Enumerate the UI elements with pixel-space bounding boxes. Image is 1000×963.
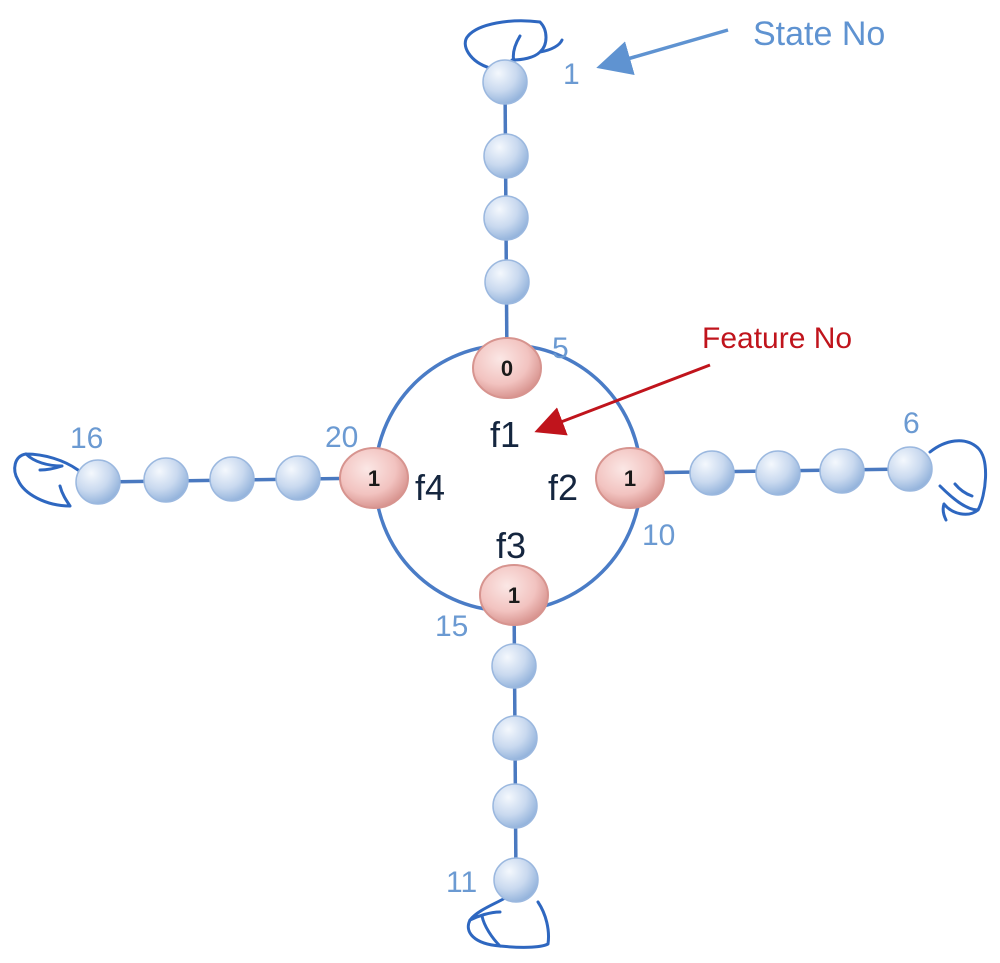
state-number: 16 (70, 422, 103, 455)
state-no-annotation: State No (753, 15, 885, 53)
state-number: 1 (563, 58, 580, 91)
state-number: 15 (435, 610, 468, 643)
state-number: 11 (446, 866, 477, 899)
self-loop-left-icon (13, 452, 80, 508)
feature-node-value: 1 (368, 466, 380, 491)
feature-node-f3: 1 (479, 564, 549, 626)
state-no-arrow-icon (596, 28, 729, 76)
feature-node-value: 0 (501, 356, 513, 381)
feature-node-f2: 1 (595, 447, 665, 509)
feature-node-value: 1 (624, 466, 636, 491)
state-node (755, 450, 801, 496)
state-number: 20 (325, 421, 358, 454)
feature-label-f4: f4 (415, 467, 445, 508)
state-node (819, 448, 865, 494)
state-node (492, 715, 538, 761)
feature-label-f3: f3 (496, 525, 526, 566)
state-node (75, 459, 121, 505)
state-node (482, 59, 528, 105)
state-node (483, 195, 529, 241)
state-node (483, 133, 529, 179)
state-node (493, 857, 539, 903)
self-loop-top-icon (463, 19, 564, 70)
feature-node-value: 1 (508, 583, 520, 608)
state-number: 5 (552, 332, 569, 365)
feature-node-f1: 0 (472, 337, 542, 399)
feature-node-f4: 1 (339, 447, 409, 509)
state-node (209, 456, 255, 502)
state-node (492, 783, 538, 829)
self-loop-bottom-icon (467, 896, 550, 949)
state-node (491, 643, 537, 689)
state-node (689, 450, 735, 496)
state-node (143, 457, 189, 503)
feature-no-annotation: Feature No (702, 322, 852, 355)
feature-no-arrow-icon (534, 363, 711, 436)
state-node (887, 446, 933, 492)
self-loop-right-icon (928, 439, 988, 522)
feature-label-f2: f2 (548, 467, 578, 508)
state-node (275, 455, 321, 501)
state-number: 6 (903, 407, 920, 440)
state-node (484, 259, 530, 305)
feature-label-f1: f1 (490, 414, 520, 455)
state-number: 10 (642, 519, 675, 552)
